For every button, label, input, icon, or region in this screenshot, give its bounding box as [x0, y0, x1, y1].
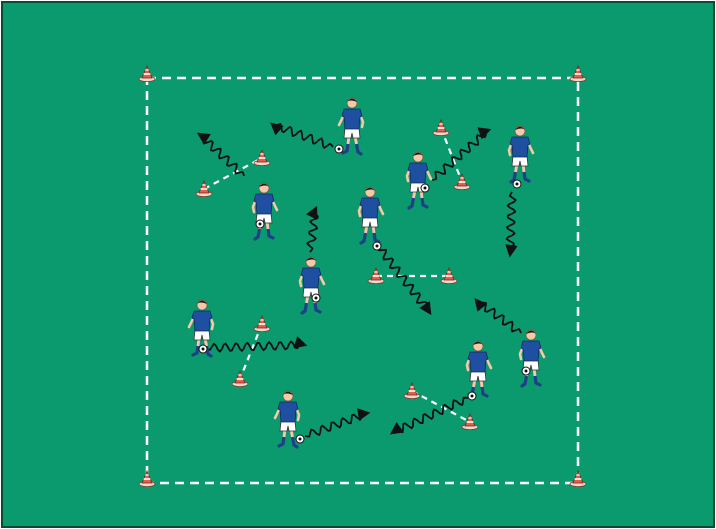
ball [312, 294, 320, 302]
ball [421, 184, 429, 192]
ball [199, 345, 207, 353]
ball [522, 367, 530, 375]
ball [335, 145, 343, 153]
ball [468, 392, 476, 400]
ball [513, 180, 521, 188]
ball [373, 242, 381, 250]
ball [256, 220, 264, 228]
ball [296, 435, 304, 443]
